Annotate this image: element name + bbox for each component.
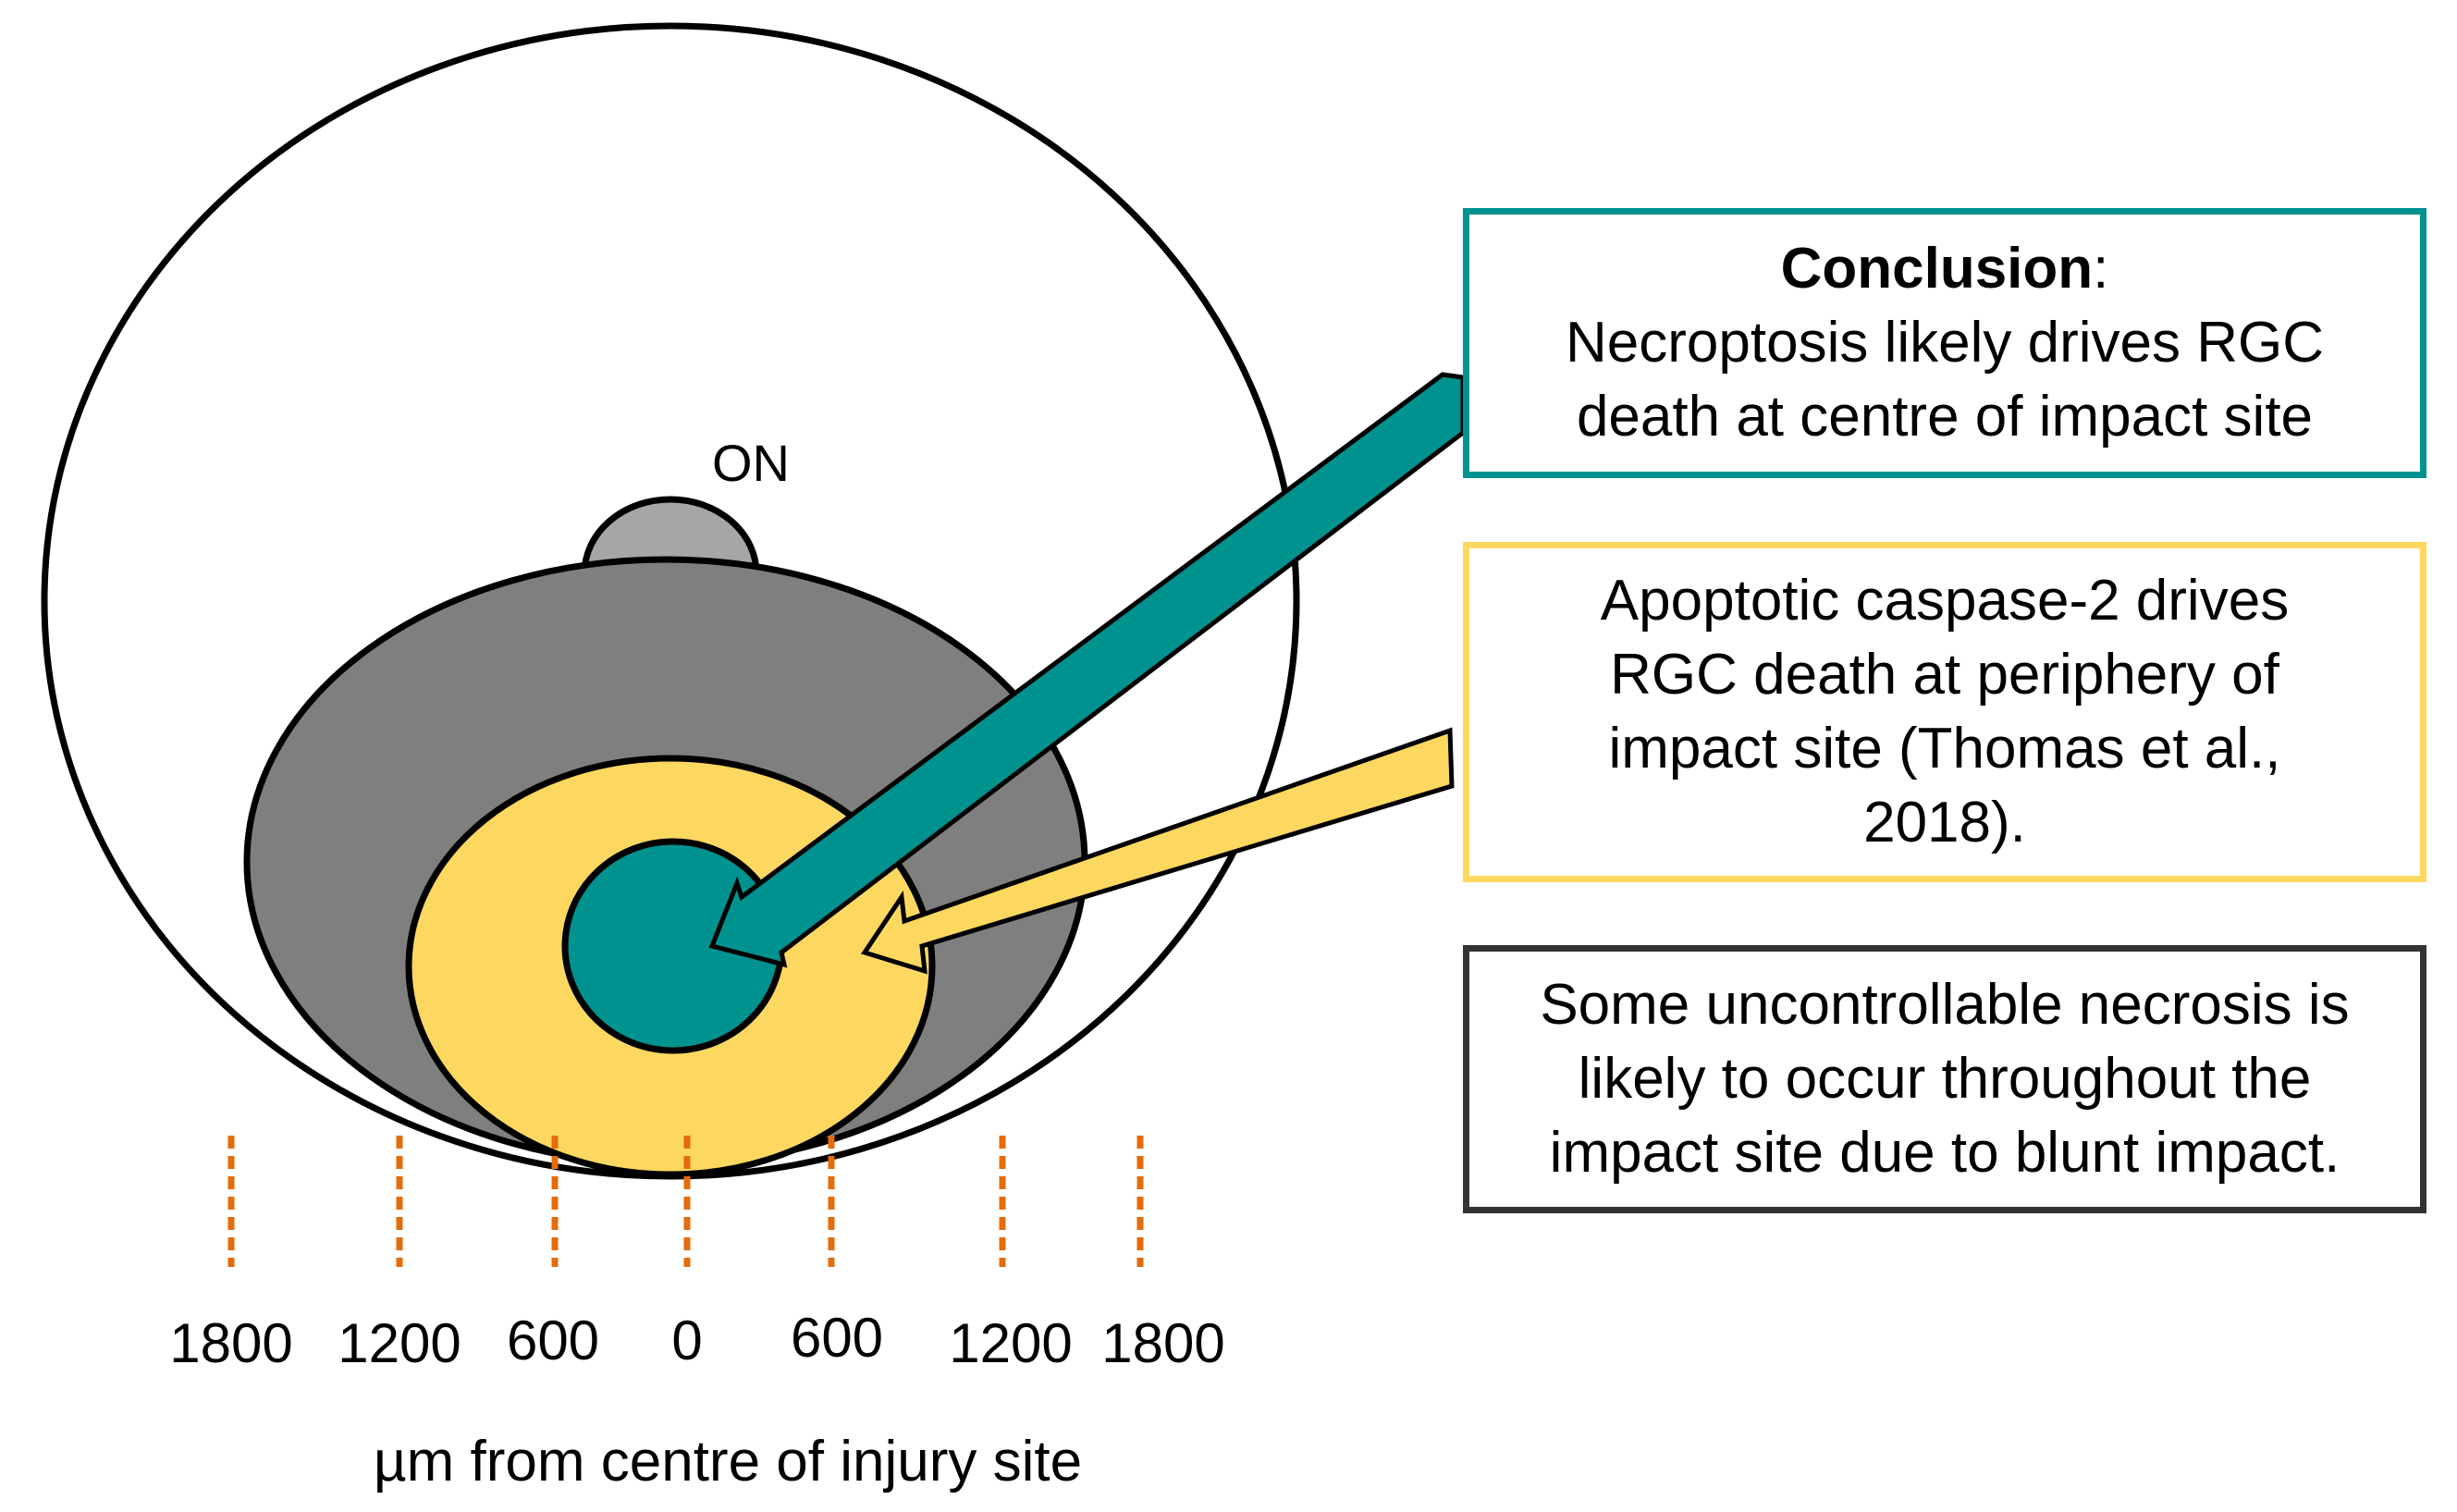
apoptosis-line: impact site (Thomas et al., — [1608, 717, 2281, 781]
distance-ticks — [227, 1136, 1144, 1267]
conclusion-line: death at centre of impact site — [1576, 385, 2314, 449]
tick-label: 1800 — [169, 1312, 293, 1374]
tick-label: 1200 — [949, 1312, 1073, 1374]
apoptosis-line: Apoptotic caspase-2 drives — [1600, 569, 2290, 633]
tick-label: 600 — [506, 1309, 600, 1371]
conclusion-box: Conclusion: Necroptosis likely drives RG… — [1463, 208, 2426, 478]
apoptosis-line: 2018). — [1863, 791, 2026, 854]
tick-label: 0 — [671, 1309, 703, 1371]
necroptosis-arrow — [708, 372, 1466, 968]
tick-label: 1800 — [1101, 1312, 1225, 1374]
tick-label: 1200 — [338, 1312, 461, 1374]
axis-title: µm from centre of injury site — [373, 1430, 1083, 1494]
optic-nerve-label: ON — [712, 434, 790, 492]
apoptosis-box: Apoptotic caspase-2 drives RGC death at … — [1463, 542, 2426, 882]
apoptosis-arrow — [861, 727, 1455, 975]
necrosis-line: impact site due to blunt impact. — [1549, 1121, 2340, 1185]
conclusion-heading: Conclusion — [1780, 237, 2094, 301]
necrosis-line: Some uncontrollable necrosis is — [1540, 973, 2350, 1037]
conclusion-line: Necroptosis likely drives RGC — [1566, 311, 2324, 375]
apoptosis-line: RGC death at periphery of — [1610, 643, 2279, 707]
conclusion-colon: : — [2093, 237, 2109, 301]
necrosis-line: likely to occur throughout the — [1578, 1047, 2312, 1111]
tick-label: 600 — [790, 1307, 884, 1369]
conclusion-heading-line: Conclusion: — [1781, 232, 2109, 306]
necrosis-box: Some uncontrollable necrosis is likely t… — [1463, 945, 2426, 1213]
